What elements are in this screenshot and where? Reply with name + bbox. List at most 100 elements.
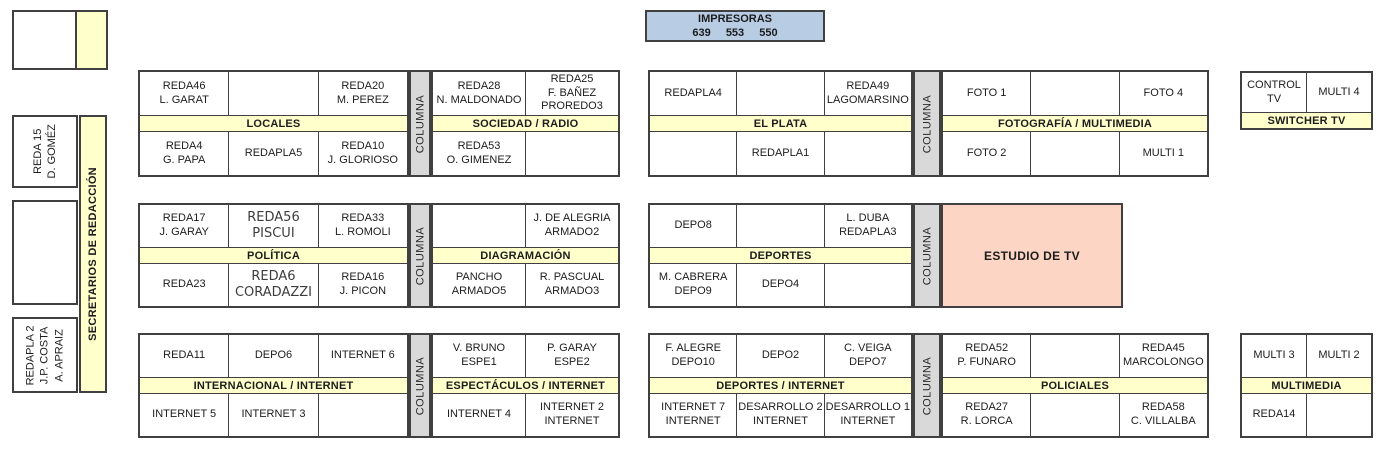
desk-cell: INTERNET 7 INTERNET bbox=[661, 401, 726, 427]
desk-cell: FOTO 2 bbox=[966, 146, 1007, 159]
desk-cell: REDAPLA1 bbox=[736, 132, 823, 175]
section-header: POLICIALES bbox=[943, 377, 1207, 394]
desk-cell: M. CABRERA DEPO9 bbox=[658, 271, 728, 297]
columna-pillar: COLUMNA bbox=[409, 70, 431, 177]
printers-numbers: 639 553 550 bbox=[692, 27, 778, 39]
section-header: MULTIMEDIA bbox=[1242, 377, 1371, 394]
section-header: ESPECTÁCULOS / INTERNET bbox=[433, 377, 618, 394]
desk-cell: REDAPLA4 bbox=[664, 86, 722, 99]
desk-cell: REDA25 F. BAÑEZ PROREDO3 bbox=[525, 72, 618, 115]
desk-cell: CONTROL TV bbox=[1247, 78, 1301, 105]
section-locales: REDA46 L. GARAT REDA20 M. PEREZ LOCALES … bbox=[138, 70, 409, 177]
desk-cell: REDA6 CORADAZZI bbox=[228, 264, 317, 306]
desk-cell: MULTI 4 bbox=[1306, 73, 1371, 112]
desk-cell: REDA20 M. PEREZ bbox=[317, 72, 407, 115]
columna-pillar: COLUMNA bbox=[913, 203, 941, 308]
desk-cell: DEPO2 bbox=[736, 335, 823, 377]
desk-redapla2: REDAPLA 2 J.P. COSTA A. APRAIZ bbox=[12, 317, 78, 393]
section-fotografia-multimedia: FOTO 1 FOTO 4 FOTOGRAFÍA / MULTIMEDIA FO… bbox=[941, 70, 1209, 177]
columna-pillar: COLUMNA bbox=[409, 203, 431, 308]
desk-cell bbox=[736, 72, 823, 115]
desk-cell: C. VEIGA DEPO7 bbox=[823, 335, 911, 377]
desk-cell: FOTO 1 bbox=[966, 86, 1007, 99]
section-header: INTERNACIONAL / INTERNET bbox=[140, 377, 407, 394]
section-elplata: REDAPLA4 REDA49 LAGOMARSINO EL PLATA RED… bbox=[648, 70, 913, 177]
desk-cell: REDA46 L. GARAT bbox=[159, 79, 209, 106]
desk-cell: REDA4 G. PAPA bbox=[162, 139, 206, 166]
desk-cell: REDA53 O. GIMENEZ bbox=[446, 139, 512, 166]
desk-cell: R. PASCUAL ARMADO3 bbox=[525, 264, 618, 306]
columna-pillar: COLUMNA bbox=[913, 333, 941, 438]
section-header: POLÍTICA bbox=[140, 247, 407, 264]
section-header: DEPORTES / INTERNET bbox=[650, 377, 911, 394]
desk-cell: P. GARAY ESPE2 bbox=[525, 335, 618, 377]
desk-cell bbox=[228, 72, 317, 115]
desk-cell: REDA16 J. PICON bbox=[317, 264, 407, 306]
desk-cell bbox=[650, 132, 736, 175]
desk-cell: REDA52 P. FUNARO bbox=[957, 342, 1016, 368]
desk-cell bbox=[823, 132, 911, 175]
desk-cell: F. ALEGRE DEPO10 bbox=[665, 342, 721, 368]
desk-cell: REDA23 bbox=[162, 278, 206, 291]
printers-box: IMPRESORAS 639 553 550 bbox=[645, 10, 825, 42]
desk-cell: INTERNET 4 bbox=[447, 408, 511, 421]
section-politica: REDA17 J. GARAY REDA56 PISCUI REDA33 L. … bbox=[138, 203, 409, 308]
desk-cell bbox=[1030, 72, 1118, 115]
desk-cell: DEPO4 bbox=[736, 264, 823, 306]
desk-cell: REDA56 PISCUI bbox=[228, 205, 317, 247]
secretaries-label: SECRETARIOS DE REDACCIÓN bbox=[87, 167, 99, 341]
desk-cell bbox=[433, 205, 525, 247]
section-deportes-internet: F. ALEGRE DEPO10 DEPO2 C. VEIGA DEPO7 DE… bbox=[648, 333, 913, 438]
desk-reda15: REDA 15 D. GOMÉZ bbox=[12, 115, 78, 188]
desk-cell: MULTI 2 bbox=[1306, 335, 1371, 377]
section-switcher-tv: CONTROL TV MULTI 4 SWITCHER TV bbox=[1240, 71, 1373, 130]
desk-cell: REDA17 J. GARAY bbox=[159, 212, 209, 238]
columna-pillar: COLUMNA bbox=[913, 70, 941, 177]
section-header: DEPORTES bbox=[650, 247, 911, 264]
desk-cell: INTERNET 2 INTERNET bbox=[525, 394, 618, 436]
desk-cell bbox=[1030, 335, 1118, 377]
desk-cell: L. DUBA REDAPLA3 bbox=[823, 205, 911, 247]
desk-cell: PANCHO ARMADO5 bbox=[451, 271, 507, 297]
desk-cell bbox=[317, 394, 407, 436]
section-header: EL PLATA bbox=[650, 115, 911, 132]
legend-box bbox=[12, 10, 108, 70]
desk-cell bbox=[525, 132, 618, 175]
desk-cell: REDA10 J. GLORIOSO bbox=[317, 132, 407, 175]
desk-cell: REDA45 MARCOLONGO bbox=[1118, 335, 1207, 377]
desk-cell: V. BRUNO ESPE1 bbox=[452, 342, 506, 368]
desk-cell: FOTO 4 bbox=[1118, 72, 1207, 115]
section-policiales: REDA52 P. FUNARO REDA45 MARCOLONGO POLIC… bbox=[941, 333, 1209, 438]
desk-cell bbox=[1030, 132, 1118, 175]
desk-cell: MULTI 3 bbox=[1253, 349, 1295, 362]
desk-cell: REDAPLA5 bbox=[228, 132, 317, 175]
legend-white-area bbox=[14, 12, 75, 68]
legend-yellow-area bbox=[75, 12, 106, 68]
desk-cell: REDA11 bbox=[163, 349, 206, 362]
desk-cell: REDA14 bbox=[1252, 408, 1296, 421]
desk-cell: REDA33 L. ROMOLI bbox=[317, 205, 407, 247]
section-internacional-internet: REDA11 DEPO6 INTERNET 6 INTERNACIONAL / … bbox=[138, 333, 409, 438]
section-header: SWITCHER TV bbox=[1242, 112, 1371, 128]
desk-cell: INTERNET 3 bbox=[228, 394, 317, 436]
printers-title: IMPRESORAS bbox=[698, 12, 772, 25]
section-deportes: DEPO8 L. DUBA REDAPLA3 DEPORTES M. CABRE… bbox=[648, 203, 913, 308]
tv-studio-area: ESTUDIO DE TV bbox=[941, 203, 1123, 308]
desk-cell: MULTI 1 bbox=[1118, 132, 1207, 175]
desk-empty-left bbox=[12, 200, 78, 305]
desk-cell bbox=[736, 205, 823, 247]
section-header: FOTOGRAFÍA / MULTIMEDIA bbox=[943, 115, 1207, 132]
columna-pillar: COLUMNA bbox=[409, 333, 431, 438]
section-sociedad-radio: REDA28 N. MALDONADO REDA25 F. BAÑEZ PROR… bbox=[431, 70, 620, 177]
section-espectaculos-internet: V. BRUNO ESPE1 P. GARAY ESPE2 ESPECTÁCUL… bbox=[431, 333, 620, 438]
desk-cell: REDA28 N. MALDONADO bbox=[436, 79, 522, 106]
desk-cell: INTERNET 6 bbox=[317, 335, 407, 377]
section-header: DIAGRAMACIÓN bbox=[433, 247, 618, 264]
desk-cell: REDA27 R. LORCA bbox=[960, 401, 1013, 427]
section-multimedia: MULTI 3 MULTI 2 MULTIMEDIA REDA14 bbox=[1240, 333, 1373, 438]
desk-cell bbox=[1030, 394, 1118, 436]
section-header: SOCIEDAD / RADIO bbox=[433, 115, 618, 132]
section-diagramacion: J. DE ALEGRIA ARMADO2 DIAGRAMACIÓN PANCH… bbox=[431, 203, 620, 308]
desk-cell: REDA49 LAGOMARSINO bbox=[823, 72, 911, 115]
